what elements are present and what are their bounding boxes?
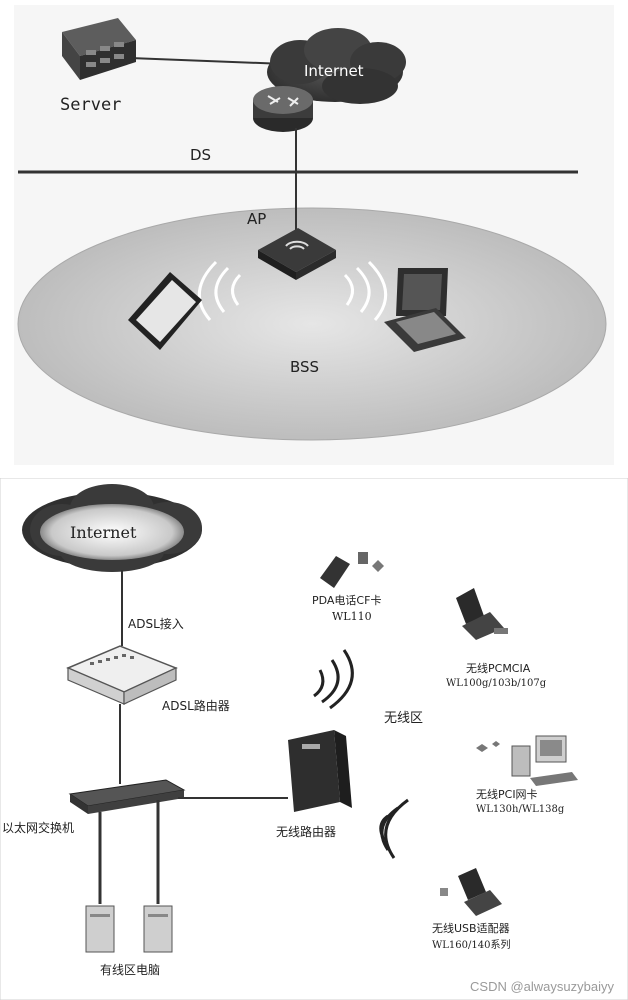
adsl-router-label: ADSL路由器 <box>162 698 230 713</box>
pcmcia-laptop-icon <box>456 588 508 640</box>
ds-label: DS <box>190 146 211 164</box>
internet-cloud-icon <box>267 28 406 104</box>
bss-label: BSS <box>290 358 319 376</box>
wired-pc-label: 有线区电脑 <box>100 963 160 977</box>
bottom-diagram: Internet ADSL接入 ADSL路由器 以太网交换机 <box>0 478 628 1000</box>
pda-card-label: PDA电话CF卡 <box>312 594 381 607</box>
internet-label-bottom: Internet <box>70 523 137 542</box>
watermark: CSDN @alwaysuzybaiyy <box>470 979 614 994</box>
internet-label-top: Internet <box>304 62 364 80</box>
usb-adapter-label: 无线USB适配器 <box>432 921 510 935</box>
wifi-waves-right-icon <box>343 260 388 321</box>
laptop-icon <box>384 268 466 352</box>
usb-model-label: WL160/140系列 <box>432 938 510 951</box>
top-diagram-svg: Server Internet DS AP <box>14 5 614 465</box>
smartphone-icon <box>128 272 202 350</box>
top-diagram: Server Internet DS AP <box>0 0 628 470</box>
pcmcia-label: 无线PCMCIA <box>466 661 531 675</box>
panel-divider <box>0 470 628 478</box>
bottom-diagram-svg: Internet ADSL接入 ADSL路由器 以太网交换机 <box>0 478 628 1000</box>
ethernet-switch-label: 以太网交换机 <box>2 820 74 835</box>
wireless-router-label: 无线路由器 <box>276 824 336 839</box>
wifi-waves-lower-icon <box>379 798 409 859</box>
server-label: Server <box>60 95 121 115</box>
wifi-waves-left-icon <box>197 260 242 321</box>
server-link <box>129 57 286 65</box>
ap-label: AP <box>247 210 266 228</box>
pda-model-label: WL110 <box>332 610 372 623</box>
wifi-waves-upper-icon <box>313 649 354 710</box>
server-icon <box>62 18 136 80</box>
adsl-router-icon <box>66 645 178 705</box>
wireless-router-icon <box>288 730 352 812</box>
router-icon <box>253 86 313 132</box>
wireless-zone-label: 无线区 <box>384 711 423 726</box>
adsl-access-label: ADSL接入 <box>128 616 184 631</box>
pci-model-label: WL130h/WL138g <box>476 804 565 815</box>
ethernet-switch-icon <box>68 779 186 814</box>
internet-cloud-bottom-icon <box>22 484 202 572</box>
usb-adapter-icon <box>440 868 502 916</box>
pci-desktop-icon <box>476 735 578 786</box>
pcmcia-model-label: WL100g/103b/107g <box>446 678 547 689</box>
wired-pc-icon <box>85 905 173 953</box>
pci-card-label: 无线PCI网卡 <box>476 787 538 801</box>
access-point-icon <box>258 228 336 280</box>
pda-icon <box>320 552 384 588</box>
bss-area <box>17 207 607 441</box>
